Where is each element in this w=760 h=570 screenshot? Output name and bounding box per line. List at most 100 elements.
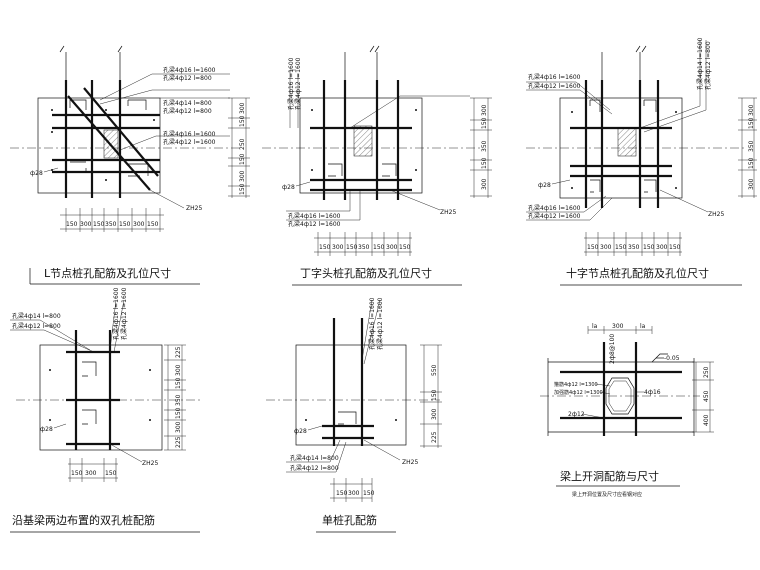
dim: 150 [481, 157, 488, 169]
dim: 350 [105, 221, 117, 228]
beam-opening-title: 梁上开洞配筋与尺寸 [560, 469, 659, 483]
cross-node-drawing: 孔梁4ф16 l=1600 孔梁4ф12 l=1600 孔梁4ф14 l=160… [526, 37, 757, 286]
t-node-phi-label: ф28 [282, 184, 295, 191]
dim: 150 [239, 115, 246, 127]
l-node-phi-label: ф28 [30, 170, 43, 177]
cross-node-phi-label: ф28 [538, 182, 551, 189]
dim: 150 [319, 244, 331, 251]
dim: 450 [703, 390, 710, 402]
dim: 300 [175, 364, 182, 376]
double-pile-title: 沿基梁两边布置的双孔桩配筋 [12, 513, 155, 527]
dim: 225 [175, 436, 182, 448]
double-pile-phi-label: ф28 [40, 426, 53, 433]
dim: 300 [239, 170, 246, 182]
double-pile-vert-callout-2: 孔梁4ф12 l=1600 [120, 287, 128, 340]
dim: 300 [656, 244, 668, 251]
dim: 300 [481, 104, 488, 116]
dim: 250 [239, 138, 246, 150]
cross-node-bottom-callout-2: 孔梁4ф12 l=1600 [528, 212, 581, 220]
l-node-drawing: 孔梁4ф16 l=1600 孔梁4ф12 l=800 孔梁4ф14 l=800 … [10, 45, 250, 285]
beam-opening-drawing: la 300 la 2ф8@100 -0.05 箍筋4ф12 l=1300 加强… [540, 323, 714, 498]
beam-opening-note: 梁上开洞位置及尺寸应看钢对应 [572, 491, 642, 498]
t-node-bottom-callout-2: 孔梁4ф12 l=1600 [288, 220, 341, 228]
single-pile-outline [295, 344, 407, 446]
beam-opening-side-label-2: 加强筋4ф12 l=1300 [554, 389, 603, 396]
dim: 300 [481, 178, 488, 190]
dim: 300 [431, 408, 438, 420]
dim: 300 [239, 102, 246, 114]
dim: 150 [147, 221, 159, 228]
beam-opening-bottom-label: 2ф12 [568, 411, 585, 418]
dim: 150 [363, 490, 375, 497]
l-node-zh-label: ZH25 [186, 205, 202, 212]
dim: 400 [703, 414, 710, 426]
dim: 150 [399, 244, 411, 251]
l-node-title: L节点桩孔配筋及孔位尺寸 [44, 266, 171, 280]
cross-node-vert-callout-2: 孔梁4ф12 l=800 [704, 41, 712, 90]
dim: 150 [71, 470, 83, 477]
dim: 350 [628, 244, 640, 251]
double-pile-vert-callout-1: 孔梁4ф16 l=1600 [112, 287, 120, 340]
dim: 550 [431, 364, 438, 376]
dim: 300 [332, 244, 344, 251]
t-node-title: 丁字头桩孔配筋及孔位尺寸 [300, 266, 432, 280]
dim: 150 [431, 389, 438, 401]
dim: 350 [358, 244, 370, 251]
l-node-rebar [52, 80, 160, 198]
dim: 300 [386, 244, 398, 251]
dim: 150 [615, 244, 627, 251]
dim: la [592, 323, 598, 330]
beam-opening-rebar [560, 342, 682, 436]
dim: 150 [93, 221, 105, 228]
t-node-vert-callout-1: 孔梁4ф16 l=1600 [287, 57, 295, 110]
dim: la [640, 323, 646, 330]
dim: 150 [336, 490, 348, 497]
dim: 300 [133, 221, 145, 228]
single-pile-dims-bottom: 150 300 150 [330, 478, 375, 502]
l-node-dims-bottom: 150 300 150 350 150 300 150 [60, 208, 164, 232]
beam-opening-elevation: -0.05 [664, 355, 680, 362]
cross-node-top-callout-2: 孔梁4ф12 l=1600 [528, 82, 581, 90]
l-node-callout-5: 孔梁4ф16 l=1600 [163, 130, 216, 138]
double-pile-dims-bottom: 150 300 150 [68, 458, 118, 482]
dim: 225 [175, 346, 182, 358]
single-pile-vert-callout-1: 孔梁4ф16 l=1600 [368, 297, 376, 350]
l-node-pile-outline [37, 97, 161, 194]
double-pile-zh-label: ZH25 [142, 460, 158, 467]
dim: 150 [239, 153, 246, 165]
beam-opening-right-label: 4ф16 [644, 389, 661, 396]
dim: 150 [643, 244, 655, 251]
double-pile-rebar [66, 330, 120, 450]
dim: 150 [587, 244, 599, 251]
dim: 150 [669, 244, 681, 251]
t-node-drawing: 孔梁4ф16 l=1600 孔梁4ф12 l=1600 ф28 ZH25 孔梁4… [262, 45, 492, 286]
dim: 300 [600, 244, 612, 251]
cross-node-dims-right: 300 150 350 150 300 [738, 97, 757, 198]
l-node-dims-right: 300 150 250 150 300 150 [228, 97, 250, 198]
dim: 300 [85, 470, 97, 477]
dim: 150 [481, 117, 488, 129]
l-node-callout-4: 孔梁4ф12 l=800 [163, 107, 212, 115]
double-pile-drawing: 孔梁4ф14 l=800 孔梁4ф12 l=800 孔梁4ф16 l=1600 … [10, 287, 200, 533]
single-pile-zh-label: ZH25 [402, 459, 418, 466]
cross-node-title: 十字节点桩孔配筋及孔位尺寸 [566, 266, 709, 280]
dim: 300 [612, 323, 624, 330]
dim: 150 [748, 117, 755, 129]
cross-node-zh-label: ZH25 [708, 211, 724, 218]
dim: 250 [703, 366, 710, 378]
cross-node-pile-outline [559, 97, 683, 199]
dim: 150 [346, 244, 358, 251]
single-pile-title: 单桩孔配筋 [322, 513, 377, 527]
single-pile-vert-callout-2: 孔梁4ф12 l=1600 [376, 297, 384, 350]
l-node-hatch [103, 129, 119, 159]
single-pile-phi-label: ф28 [294, 428, 307, 435]
double-pile-top-callout-1: 孔梁4ф14 l=800 [12, 312, 61, 320]
t-node-hatch [353, 125, 373, 157]
t-node-dims-bottom: 150 300 150 350 150 300 150 [314, 232, 412, 256]
double-pile-top-callout-2: 孔梁4ф12 l=800 [12, 322, 61, 330]
t-node-vert-callout-2: 孔梁4ф12 l=1600 [294, 57, 302, 110]
dim: 300 [80, 221, 92, 228]
dim: 150 [175, 377, 182, 389]
dim: 150 [373, 244, 385, 251]
